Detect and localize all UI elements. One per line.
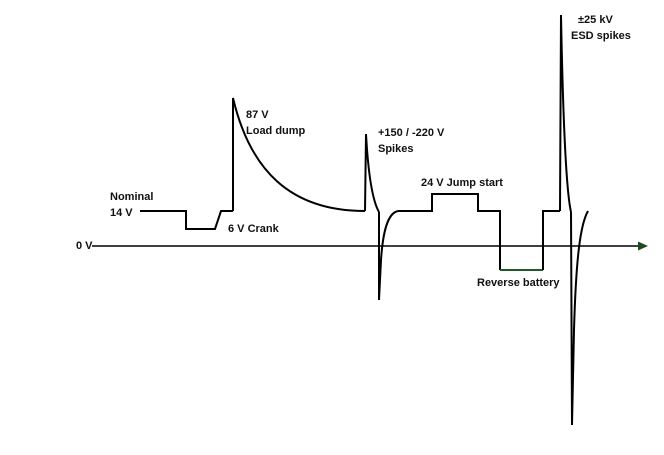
crank-label: 6 V Crank [228, 223, 279, 235]
nominal-label: Nominal 14 V [110, 189, 153, 221]
nominal-crank-waveform [140, 210, 233, 230]
axis-arrow-icon [638, 241, 648, 251]
nominal-label-line2: 14 V [110, 207, 133, 219]
nominal-label-line1: Nominal [110, 191, 154, 203]
load-dump-label-line2: Load dump [246, 125, 306, 137]
jump-start-label: 24 V Jump start [421, 177, 503, 189]
load-dump-waveform [232, 97, 366, 212]
spikes-label-line2: Spikes [378, 143, 414, 155]
esd-negative-waveform [570, 210, 589, 426]
reverse-battery-label: Reverse battery [477, 277, 560, 289]
spike-negative-waveform [378, 210, 399, 301]
esd-positive-waveform [559, 14, 572, 213]
load-dump-label-line1: 87 V [246, 109, 269, 121]
esd-label-line2: ESD spikes [571, 30, 631, 42]
spikes-label: +150 / -220 V Spikes [378, 125, 444, 157]
esd-label: ±25 kV ESD spikes [571, 12, 631, 44]
axis-label: 0 V [76, 240, 93, 252]
reverse-recovery-waveform [542, 210, 560, 270]
jump-start-waveform [398, 193, 501, 270]
spike-positive-waveform [364, 133, 380, 213]
esd-label-line1: ±25 kV [578, 14, 613, 26]
load-dump-label: 87 V Load dump [246, 107, 305, 139]
spikes-label-line1: +150 / -220 V [378, 127, 445, 139]
